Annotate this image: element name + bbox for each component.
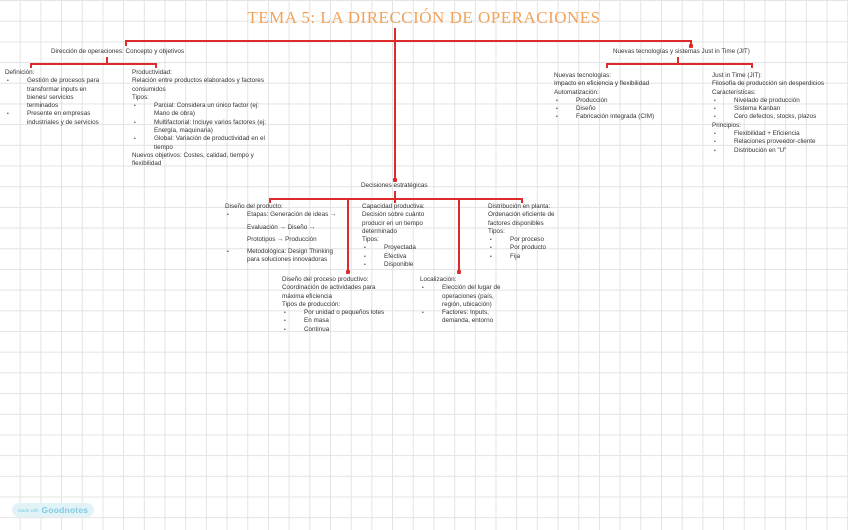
- connector: [106, 57, 108, 63]
- list-item: Global: Variación de productividad en el…: [132, 135, 267, 152]
- list-item: Nivelado de producción: [712, 97, 848, 106]
- connector-center-trunk: [394, 28, 396, 180]
- connector: [458, 198, 460, 272]
- goodnotes-watermark: Made with Goodnotes: [12, 503, 95, 517]
- connector: [606, 63, 753, 65]
- node-diseno-producto: Diseño del producto: Etapas: Generación …: [225, 203, 345, 265]
- connector: [30, 63, 32, 68]
- list-item: Proyectada: [362, 244, 444, 253]
- list-item: Etapas: Generación de ideas →: [225, 211, 345, 220]
- connector: [606, 63, 608, 68]
- list-item: Relaciones proveedor-cliente: [712, 138, 848, 147]
- list-item: Diseño: [554, 105, 694, 114]
- list-item: Multifactorial: Incluye varios factores …: [132, 119, 267, 136]
- goodnotes-logo: Goodnotes: [41, 505, 89, 515]
- list-item: Continua: [282, 326, 394, 335]
- connector-dot: [346, 270, 350, 274]
- list-item: Por proceso: [488, 236, 560, 245]
- list-item: Factores: Inputs, demanda, entorno: [420, 309, 510, 326]
- list-item: Parcial: Considera un único factor (ej: …: [132, 102, 267, 119]
- connector-dot: [393, 178, 397, 182]
- connector-top: [125, 40, 692, 42]
- node-distribucion: Distribución en planta: Ordenación efici…: [488, 203, 560, 261]
- list-item: Por unidad o pequeños lotes: [282, 309, 394, 318]
- list-item: Fija: [488, 253, 560, 262]
- connector-dot: [457, 270, 461, 274]
- connector: [269, 198, 271, 203]
- node-capacidad: Capacidad productiva: Decisión sobre cuá…: [362, 203, 444, 270]
- list-item: Cero defectos, stocks, plazos: [712, 113, 848, 122]
- list-item: Disponible: [362, 261, 444, 270]
- list-item: Por producto: [488, 244, 560, 253]
- list-item: Metodológica: Design Thinking para soluc…: [225, 248, 345, 265]
- node-productividad: Productividad: Relación entre productos …: [132, 69, 267, 169]
- branch-heading-right: Nuevas tecnologías y sistemas Just in Ti…: [613, 48, 750, 55]
- connector-right-drop: [690, 40, 692, 46]
- connector: [394, 191, 396, 199]
- page-title: TEMA 5: LA DIRECCIÓN DE OPERACIONES: [247, 8, 601, 27]
- node-definicion: Definición: Gestión de procesos para tra…: [5, 69, 100, 127]
- connector: [677, 57, 679, 63]
- list-item: Presente en empresas industriales y de s…: [5, 110, 100, 127]
- branch-heading-center: Decisiones estratégicas: [361, 182, 428, 189]
- connector: [751, 63, 753, 68]
- connector: [521, 198, 523, 203]
- node-tecnologias: Nuevas tecnologías: Impacto en eficienci…: [554, 72, 694, 122]
- connector-dot: [689, 44, 693, 48]
- list-item: Distribución en "U": [712, 147, 848, 156]
- list-item: Efectiva: [362, 253, 444, 262]
- list-item: En masa: [282, 317, 394, 326]
- node-proceso: Diseño del proceso productivo: Coordinac…: [282, 276, 394, 334]
- branch-heading-left: Dirección de operaciones: Concepto y obj…: [51, 48, 185, 55]
- connector: [155, 63, 157, 68]
- list-item: Elección del lugar de operaciones (país,…: [420, 284, 510, 309]
- connector-left-drop: [125, 40, 127, 46]
- connector: [394, 198, 396, 203]
- list-item: Gestión de procesos para transformar inp…: [5, 77, 100, 110]
- node-localizacion: Localización: Elección del lugar de oper…: [420, 276, 510, 326]
- list-item: Fabricación integrada (CIM): [554, 113, 694, 122]
- list-item: Sistema Kanban: [712, 105, 848, 114]
- list-item: Producción: [554, 97, 694, 106]
- list-item: Flexibilidad + Eficiencia: [712, 130, 848, 139]
- connector: [347, 198, 349, 272]
- connector: [269, 198, 523, 200]
- node-jit: Just in Time (JIT): Filosofía de producc…: [712, 72, 848, 155]
- connector: [30, 63, 157, 65]
